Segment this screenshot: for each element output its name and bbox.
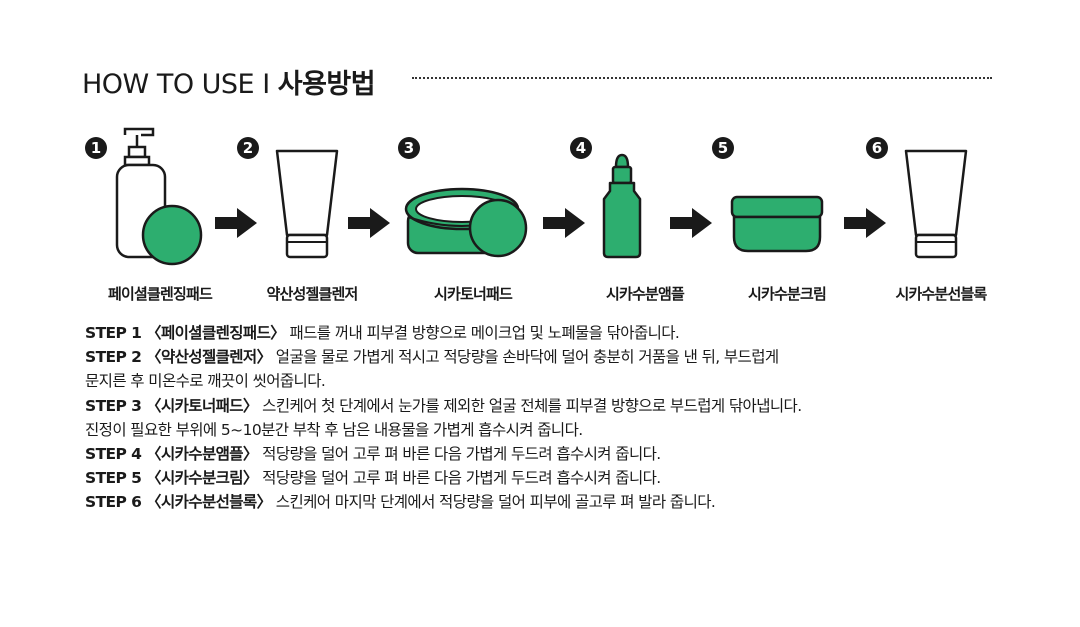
instruction-line: STEP 4 〈시카수분앰플〉 적당량을 덜어 고루 펴 바른 다음 가볍게 두… <box>85 442 1045 466</box>
dropper-bottle-icon <box>602 153 642 259</box>
arrow-right-icon <box>670 208 712 238</box>
step-number-badge: 1 <box>85 137 107 159</box>
step-2: 2 약산성젤클렌저 <box>237 125 387 315</box>
step-text: 스킨케어 첫 단계에서 눈가를 제외한 얼굴 전체를 피부결 방향으로 부드럽게… <box>257 396 802 415</box>
product-label: 시카수분크림 <box>747 285 827 303</box>
step-text: 진정이 필요한 부위에 5~10분간 부착 후 남은 내용물을 가볍게 흡수시켜… <box>85 420 583 439</box>
product-label: 시카수분앰플 <box>605 285 685 303</box>
step-6: 6 시카수분선블록 <box>866 125 1016 315</box>
arrow-right-icon <box>543 208 585 238</box>
instruction-line: 진정이 필요한 부위에 5~10분간 부착 후 남은 내용물을 가볍게 흡수시켜… <box>85 418 1045 442</box>
step-number-badge: 3 <box>398 137 420 159</box>
step-5: 5 시카수분크림 <box>712 125 862 315</box>
step-heading: STEP 2 〈약산성젤클렌저〉 <box>85 348 272 367</box>
step-text: 얼굴을 물로 가볍게 적시고 적당량을 손바닥에 덜어 충분히 거품을 낸 뒤,… <box>271 348 779 367</box>
step-heading: STEP 3 〈시카토너패드〉 <box>85 396 258 415</box>
step-text: 적당량을 덜어 고루 펴 바른 다음 가볍게 두드려 흡수시켜 줍니다. <box>257 445 661 464</box>
product-label: 시카토너패드 <box>433 285 513 303</box>
step-text: 스킨케어 마지막 단계에서 적당량을 덜어 피부에 골고루 펴 발라 줍니다. <box>271 493 716 512</box>
instruction-line: STEP 1 〈페이셜클렌징패드〉 패드를 꺼내 피부결 방향으로 메이크업 및… <box>85 321 1045 345</box>
dotted-divider <box>412 77 992 79</box>
title-korean: 사용방법 <box>277 69 376 100</box>
step-number-badge: 5 <box>712 137 734 159</box>
title-english: HOW TO USE I <box>82 69 278 100</box>
section-header: HOW TO USE I 사용방법 <box>82 60 992 100</box>
step-text: 적당량을 덜어 고루 펴 바른 다음 가볍게 두드려 흡수시켜 줍니다. <box>257 469 661 488</box>
section-title: HOW TO USE I 사용방법 <box>82 62 376 101</box>
cream-jar-icon <box>730 195 824 253</box>
product-label: 약산성젤클렌저 <box>266 285 358 303</box>
arrow-right-icon <box>215 208 257 238</box>
step-heading: STEP 1 〈페이셜클렌징패드〉 <box>85 324 286 342</box>
instruction-line: STEP 3 〈시카토너패드〉 스킨케어 첫 단계에서 눈가를 제외한 얼굴 전… <box>85 394 1045 418</box>
instructions: STEP 1 〈페이셜클렌징패드〉 패드를 꺼내 피부결 방향으로 메이크업 및… <box>85 321 1045 515</box>
step-4: 4 시카수분앰플 <box>570 125 720 315</box>
step-number-badge: 4 <box>570 137 592 159</box>
pad-jar-icon <box>404 187 528 258</box>
instruction-line: STEP 6 〈시카수분선블록〉 스킨케어 마지막 단계에서 적당량을 덜어 피… <box>85 490 1045 514</box>
arrow-right-icon <box>844 208 886 238</box>
instruction-line: STEP 2 〈약산성젤클렌저〉 얼굴을 물로 가볍게 적시고 적당량을 손바닥… <box>85 345 1045 369</box>
step-heading: STEP 6 〈시카수분선블록〉 <box>85 493 272 512</box>
sunblock-tube-icon <box>904 149 968 259</box>
step-number-badge: 2 <box>237 137 259 159</box>
instruction-line: 문지른 후 미온수로 깨끗이 씻어줍니다. <box>85 369 1045 393</box>
step-text: 패드를 꺼내 피부결 방향으로 메이크업 및 노폐물을 닦아줍니다. <box>285 324 680 342</box>
cleanser-tube-icon <box>275 149 339 259</box>
product-label: 페이셜클렌징패드 <box>107 285 213 303</box>
instruction-line: STEP 5 〈시카수분크림〉 적당량을 덜어 고루 펴 바른 다음 가볍게 두… <box>85 466 1045 490</box>
step-3: 3 시카토너패드 <box>398 125 548 315</box>
pump-bottle-with-pad-icon <box>115 127 203 266</box>
step-text: 문지른 후 미온수로 깨끗이 씻어줍니다. <box>85 372 326 391</box>
step-number-badge: 6 <box>866 137 888 159</box>
product-label: 시카수분선블록 <box>895 285 987 303</box>
step-1: 1 페이셜클렌징패드 <box>85 125 235 315</box>
step-heading: STEP 5 〈시카수분크림〉 <box>85 469 258 488</box>
arrow-right-icon <box>348 208 390 238</box>
step-heading: STEP 4 〈시카수분앰플〉 <box>85 445 258 464</box>
steps-row: 1 페이셜클렌징패드 2 약산성젤클렌저 3 <box>0 125 1080 315</box>
